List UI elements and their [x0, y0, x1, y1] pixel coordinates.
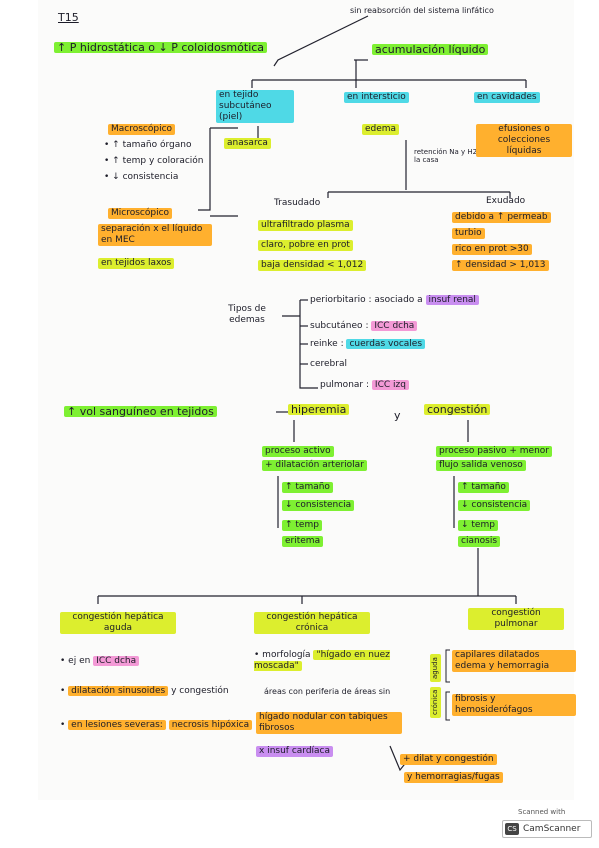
- camscanner-badge: CS CamScanner: [502, 820, 592, 838]
- exudate-item: ↑ densidad > 1,013: [452, 260, 549, 271]
- edema-type-pulmonary: pulmonar : ICC izq: [320, 380, 409, 391]
- edema-type-periorbital: periorbitario : asociado a insuf renal: [310, 295, 479, 306]
- transudate-title: Trasudado: [274, 198, 321, 208]
- congestion-process: flujo salida venoso: [436, 460, 526, 471]
- exudate-title: Exudado: [486, 196, 526, 206]
- hyperemia-item: ↑ temp: [282, 520, 322, 531]
- congestion-item: ↓ temp: [458, 520, 498, 531]
- chronic-dilation: + dilat y congestión: [400, 754, 497, 765]
- pulmonary-acute-item: capilares dilatados edema y hemorragia: [452, 650, 576, 672]
- pulmonary-congestion-title: congestión pulmonar: [468, 608, 564, 630]
- exudate-item: turbio: [452, 228, 485, 239]
- loc-cavities: en cavidades: [474, 92, 540, 103]
- notes-page: T15 sin reabsorción del sistema linfátic…: [38, 0, 576, 800]
- edema-type-reinke: reinke : cuerdas vocales: [310, 339, 426, 350]
- macro-item: • ↑ tamaño órgano: [104, 140, 192, 150]
- chronic-hemorrhage: y hemorragias/fugas: [404, 772, 503, 783]
- effusions: efusiones o colecciones líquidas: [476, 124, 572, 157]
- congestion-process: proceso pasivo + menor: [436, 446, 552, 457]
- hyperemia-title: hiperemia: [288, 404, 350, 415]
- camscanner-brand: CamScanner: [523, 824, 581, 834]
- transudate-item: baja densidad < 1,012: [258, 260, 367, 271]
- micro-item: separación x el líquido en MEC: [98, 224, 212, 246]
- edema-type-cerebral: cerebral: [310, 359, 347, 369]
- chronic-areas: áreas con periferia de áreas sin: [264, 687, 391, 696]
- hyperemia-item: ↑ tamaño: [282, 482, 333, 493]
- pulmonary-chronic-label: crónica: [430, 686, 441, 718]
- scanner-watermark: Scanned with CS CamScanner: [502, 808, 592, 838]
- chronic-congestion-title: congestión hepática crónica: [254, 612, 370, 634]
- page-title: T15: [58, 11, 79, 24]
- camscanner-logo-icon: CS: [505, 823, 519, 835]
- macro-item: • ↓ consistencia: [104, 172, 179, 182]
- congestion-title: congestión: [424, 404, 491, 415]
- pressure-cause: ↑ P hidrostática o ↓ P coloidosmótica: [54, 42, 268, 53]
- transudate-item: ultrafiltrado plasma: [258, 220, 353, 231]
- blood-volume-cause: ↑ vol sanguíneo en tejidos: [64, 406, 217, 417]
- congestion-item: cianosis: [458, 536, 501, 547]
- edema-types-title: Tipos de edemas: [228, 304, 266, 325]
- scanned-with-label: Scanned with: [518, 808, 566, 816]
- edema-type-subcutaneous: subcutáneo : ICC dcha: [310, 321, 418, 332]
- chronic-nodular: hígado nodular con tabiques fibrosos: [256, 712, 402, 734]
- exudate-item: rico en prot >30: [452, 244, 532, 255]
- congestion-item: ↓ consistencia: [458, 500, 531, 511]
- pulmonary-acute-label: aguda: [430, 654, 441, 682]
- micro-title: Microscópico: [108, 208, 173, 219]
- and-connector: y: [394, 409, 401, 422]
- macro-title: Macroscópico: [108, 124, 176, 135]
- acute-dilation: • dilatación sinusoides y congestión: [60, 686, 229, 696]
- acute-necrosis: • en lesiones severas: necrosis hipóxica: [60, 720, 253, 731]
- anasarca: anasarca: [224, 138, 271, 149]
- chronic-morphology: • morfología "hígado en nuez moscada": [254, 650, 390, 671]
- hyperemia-process: proceso activo: [262, 446, 334, 457]
- acute-example: • ej en ICC dcha: [60, 656, 140, 667]
- hyperemia-item: ↓ consistencia: [282, 500, 355, 511]
- macro-item: • ↑ temp y coloración: [104, 156, 204, 166]
- connector-lines: [97, 15, 527, 772]
- edema-label: edema: [362, 124, 400, 135]
- loc-subcutaneous: en tejido subcutáneo (piel): [216, 90, 294, 123]
- acute-congestion-title: congestión hepática aguda: [60, 612, 176, 634]
- fluid-accumulation: acumulación líquido: [372, 44, 489, 55]
- hyperemia-item: eritema: [282, 536, 324, 547]
- transudate-item: claro, pobre en prot: [258, 240, 353, 251]
- micro-item: en tejidos laxos: [98, 258, 175, 269]
- pulmonary-chronic-item: fibrosis y hemosiderófagos: [452, 694, 576, 716]
- loc-interstitial: en intersticio: [344, 92, 409, 103]
- hyperemia-process: + dilatación arteriolar: [262, 460, 367, 471]
- lymph-note: sin reabsorción del sistema linfático: [350, 6, 494, 15]
- exudate-item: debido a ↑ permeab: [452, 212, 551, 223]
- chronic-heart-failure: x insuf cardíaca: [256, 746, 334, 757]
- congestion-item: ↑ tamaño: [458, 482, 509, 493]
- retention-note: retención Na y H2O en la casa: [414, 148, 494, 164]
